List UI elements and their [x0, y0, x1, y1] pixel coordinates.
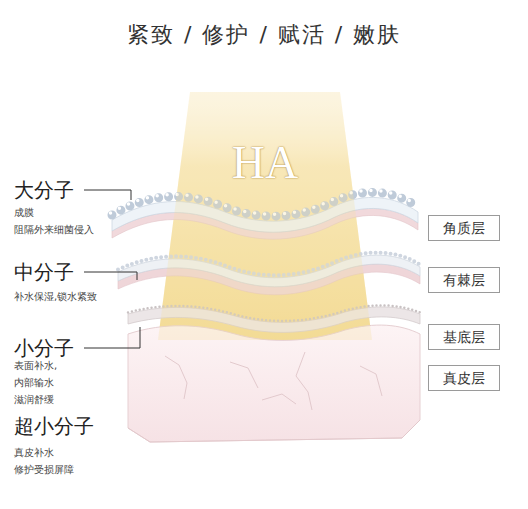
- page-title: 紧致 / 修护 / 赋活 / 嫩肤: [127, 20, 401, 50]
- molecule-heading: 小分子: [14, 336, 74, 360]
- watermark: HA: [205, 140, 325, 186]
- layer-tag: 基底层: [428, 324, 500, 350]
- molecule-heading: 大分子: [14, 178, 74, 202]
- molecule-note: 真皮补水 修护受损屏障: [14, 444, 74, 478]
- dermis-cracks: [165, 352, 382, 410]
- layer-tag: 真皮层: [428, 365, 500, 391]
- leader-line: [84, 272, 137, 280]
- dermis-block: [128, 325, 420, 442]
- light-beam-overlay: [158, 92, 372, 340]
- layer-tag: 角质层: [428, 215, 500, 241]
- molecule-note: 成膜 阻隔外来细菌侵入: [14, 204, 94, 238]
- leader-line: [84, 190, 131, 200]
- molecule-note: 补水保湿,锁水紧致: [14, 288, 97, 305]
- layer-name: 基底层: [443, 328, 485, 346]
- layer-name: 角质层: [443, 219, 485, 237]
- layer-name: 有棘层: [443, 271, 485, 289]
- molecule-heading: 中分子: [14, 260, 74, 284]
- molecule-note: 表面补水,内部输水 滋润舒缓: [14, 357, 57, 408]
- layer-name: 真皮层: [443, 369, 485, 387]
- leader-line: [84, 327, 140, 348]
- light-beam: [158, 92, 372, 340]
- dermis-edge: [128, 420, 420, 442]
- molecule-heading: 超小分子: [14, 414, 94, 438]
- leader-lines: [84, 190, 140, 348]
- layer-tag: 有棘层: [428, 267, 500, 293]
